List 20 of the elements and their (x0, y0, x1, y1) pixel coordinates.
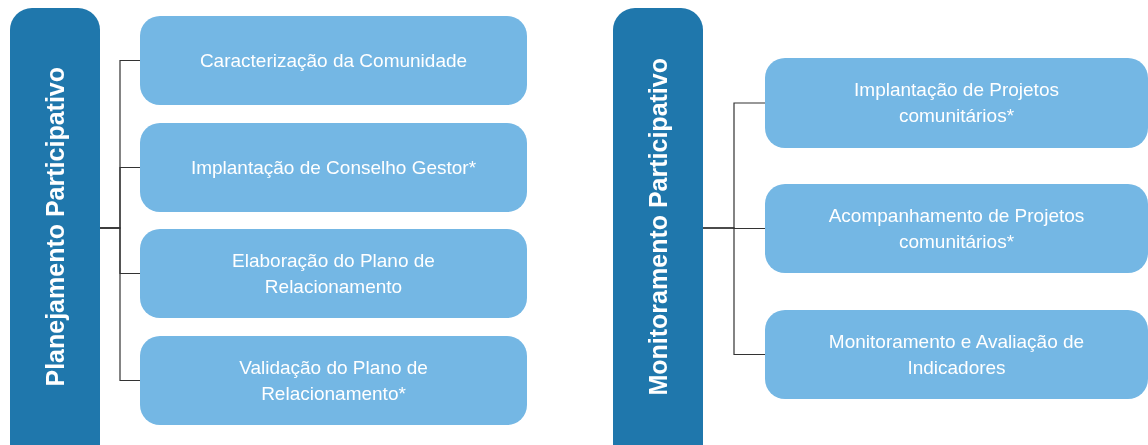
step-box (765, 184, 1148, 273)
vertical-title-bar (613, 8, 703, 445)
connector-line (99, 227, 141, 382)
step-label: Acompanhamento de Projetos comunitários* (827, 203, 1086, 254)
step-box (765, 310, 1148, 399)
step-box (765, 58, 1148, 148)
step-label: Implantação de Conselho Gestor* (190, 155, 477, 180)
step-box (140, 229, 527, 318)
step-box (140, 336, 527, 425)
vertical-title: Planejamento Participativo (42, 66, 68, 387)
vertical-title: Monitoramento Participativo (645, 57, 671, 396)
step-label: Validação do Plano de Relacionamento* (238, 355, 429, 406)
step-label: Implantação de Projetos comunitários* (853, 78, 1060, 128)
step-label: Elaboração do Plano de Relacionamento (231, 248, 436, 299)
vertical-title-bar (10, 8, 100, 445)
connector-line (702, 227, 766, 356)
step-box (140, 16, 527, 105)
step-label: Caracterização da Comunidade (199, 48, 468, 73)
step-box (140, 123, 527, 212)
step-label: Monitoramento e Avaliação de Indicadores (827, 329, 1086, 380)
